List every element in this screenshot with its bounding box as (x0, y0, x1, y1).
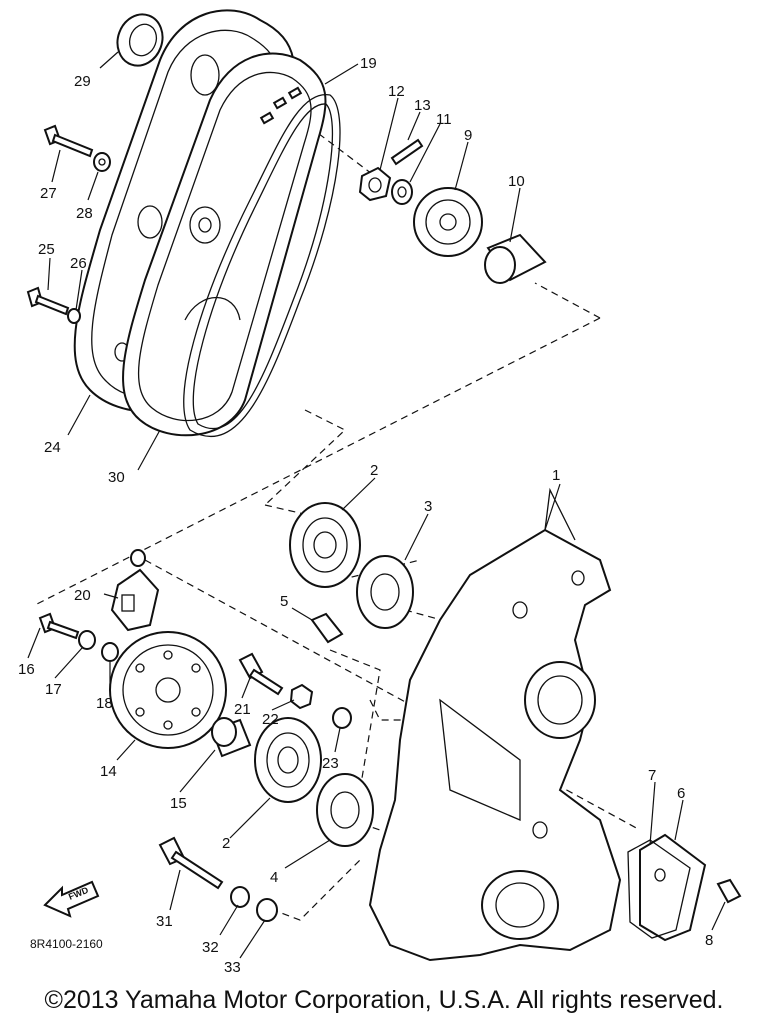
callout-22: 22 (262, 711, 279, 728)
callout-2-lower: 2 (222, 835, 230, 852)
callout-labels: 1 2 2 3 4 5 6 7 8 9 10 11 12 13 14 15 16… (18, 55, 713, 976)
callout-3: 3 (424, 498, 432, 515)
callout-2-upper: 2 (370, 462, 378, 479)
callout-1: 1 (552, 467, 560, 484)
callout-16: 16 (18, 661, 35, 678)
callout-32: 32 (202, 939, 219, 956)
callout-15: 15 (170, 795, 187, 812)
drawing-code: 8R4100-2160 (30, 937, 103, 951)
bearing-part-2-upper (289, 502, 361, 588)
washer-part-11 (391, 179, 413, 205)
bolt-part-27 (43, 124, 94, 158)
bearing-part-2-lower (254, 717, 322, 803)
collar-part-15 (210, 717, 252, 758)
callout-4: 4 (270, 869, 278, 886)
callout-27: 27 (40, 185, 57, 202)
callout-29: 29 (74, 73, 91, 90)
callout-24: 24 (44, 439, 61, 456)
plate-part-6 (639, 833, 707, 942)
washer-part-23 (332, 707, 352, 729)
copyright-notice: ©2013 Yamaha Motor Corporation, U.S.A. A… (44, 986, 724, 1014)
callout-17: 17 (45, 681, 62, 698)
washer-part-28 (93, 152, 111, 172)
bolt-part-16 (38, 612, 80, 640)
callout-9: 9 (464, 127, 472, 144)
collar-part-10 (484, 233, 547, 284)
washer-part-32 (230, 886, 250, 908)
callout-10: 10 (508, 173, 525, 190)
bolt-part-25 (26, 286, 70, 316)
sprocket-part-9 (413, 187, 483, 257)
callout-28: 28 (76, 205, 93, 222)
bolt-part-8 (716, 878, 742, 904)
washer-part-18 (101, 642, 119, 662)
sprocket-part-14 (109, 631, 227, 749)
callout-20: 20 (74, 587, 91, 604)
callout-33: 33 (224, 959, 241, 976)
callout-11: 11 (436, 111, 452, 128)
nut-part-22 (289, 683, 314, 710)
cotter-pin-part-13 (390, 138, 424, 166)
callout-6: 6 (677, 785, 685, 802)
oil-seal-part-3 (356, 555, 414, 629)
chain-case-housing-part-1 (368, 487, 622, 962)
leader-lines (27, 51, 726, 959)
washer-part-26 (67, 308, 81, 324)
callout-18: 18 (96, 695, 113, 712)
callout-21: 21 (234, 701, 251, 718)
callout-12: 12 (388, 83, 405, 100)
callout-23: 23 (322, 755, 339, 772)
seal-part-29 (116, 13, 164, 67)
callout-25: 25 (38, 241, 55, 258)
forward-arrow-icon: FWD (43, 880, 100, 918)
oil-seal-part-4 (316, 773, 374, 847)
callout-7: 7 (648, 767, 656, 784)
callout-30: 30 (108, 469, 125, 486)
nut-part-12 (358, 166, 392, 202)
callout-13: 13 (414, 97, 431, 114)
washer-part-17 (78, 630, 96, 650)
bolt-part-21 (238, 652, 284, 696)
bolt-part-5 (310, 612, 344, 644)
bolt-part-31 (158, 836, 224, 890)
tensioner-part-20 (110, 549, 160, 632)
callout-8: 8 (705, 932, 713, 949)
callout-5: 5 (280, 593, 288, 610)
callout-31: 31 (156, 913, 173, 930)
callout-14: 14 (100, 763, 117, 780)
drive-chain-part-19 (183, 86, 341, 437)
callout-19: 19 (360, 55, 377, 72)
washer-part-33 (256, 898, 278, 922)
callout-26: 26 (70, 255, 87, 272)
